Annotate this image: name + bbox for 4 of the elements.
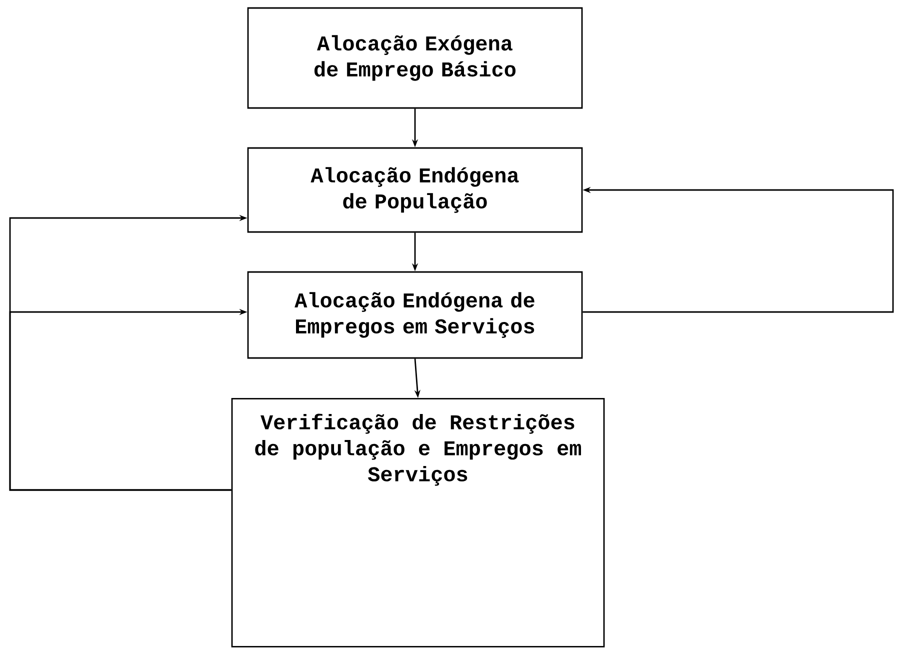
process-box: Alocação Endógena de População xyxy=(247,147,583,233)
process-box: Alocação Endógena de Empregos em Serviços xyxy=(247,271,583,359)
process-box: Verificação de Restrições de população e Empregos em Serviços xyxy=(231,398,605,648)
process-box: Alocação Exógena de Emprego Básico xyxy=(247,7,583,109)
